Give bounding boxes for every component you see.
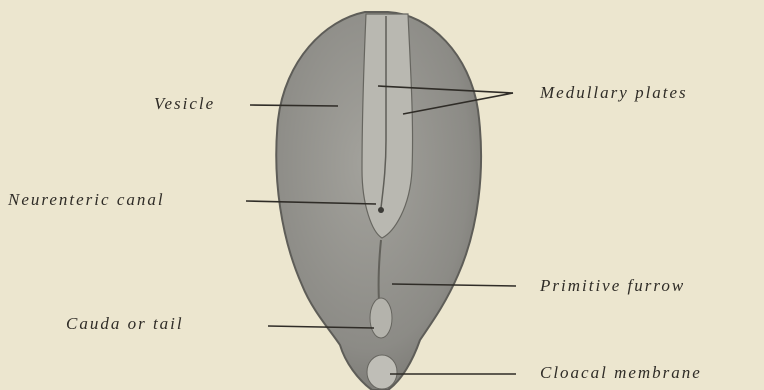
vesicle-label: Vesicle <box>154 94 215 114</box>
neurenteric-canal-mark <box>378 207 384 213</box>
cauda-shape <box>370 298 392 338</box>
primitive-furrow-label: Primitive furrow <box>540 276 685 296</box>
cauda-label: Cauda or tail <box>66 314 184 334</box>
cloacal-membrane-label: Cloacal membrane <box>540 363 702 383</box>
cloacal-membrane-shape <box>367 355 397 389</box>
neurenteric-canal-label: Neurenteric canal <box>8 190 165 210</box>
vesicle-leader <box>250 105 338 106</box>
medullary-plates-label: Medullary plates <box>540 83 688 103</box>
